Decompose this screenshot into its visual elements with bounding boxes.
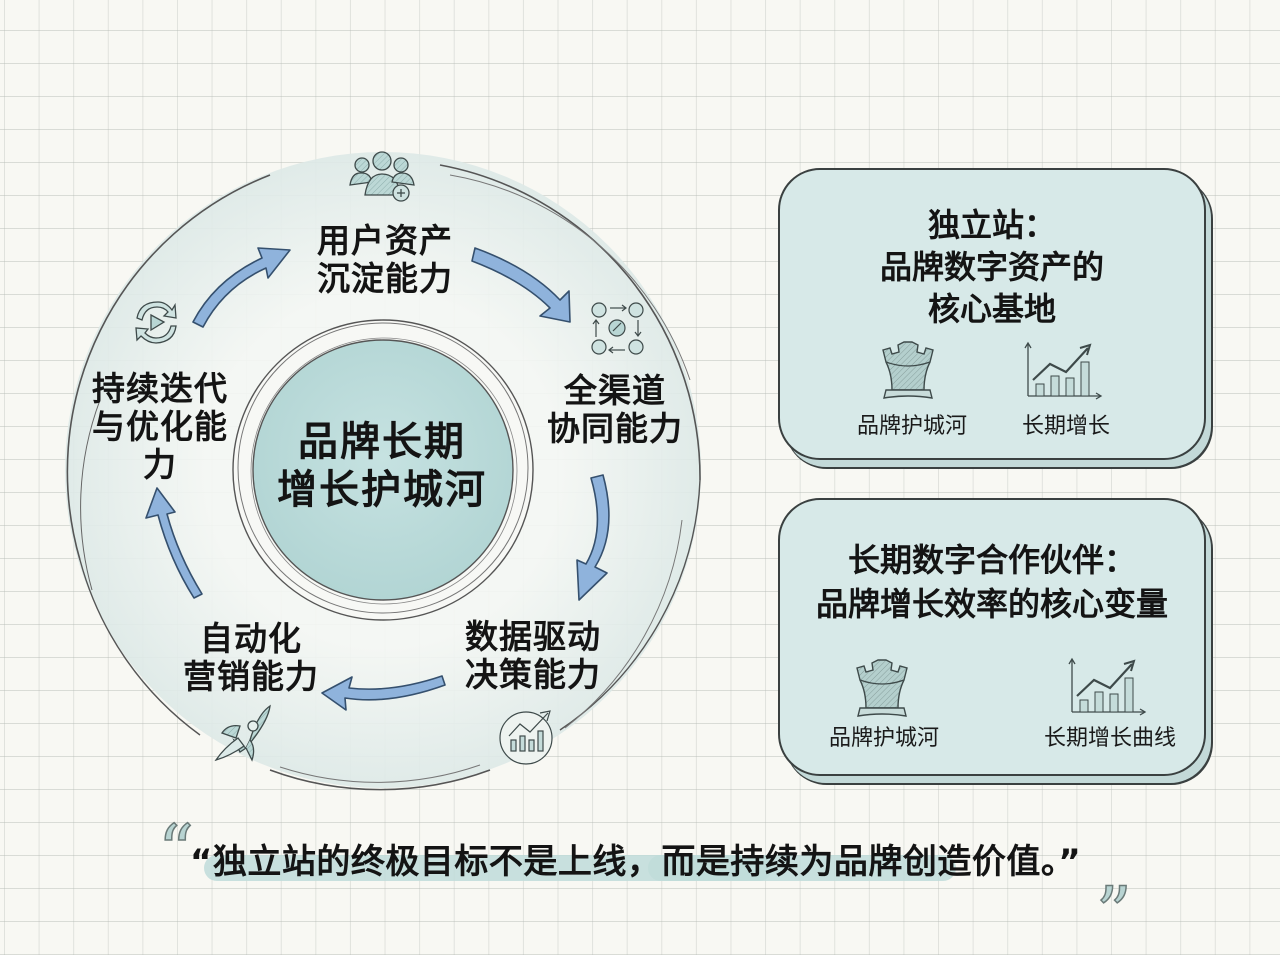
node-line: 数据驱动 — [465, 617, 601, 656]
arrow-left — [321, 675, 446, 711]
center-title: 品牌长期 增长护城河 — [262, 418, 502, 514]
node-line: 沉淀能力 — [317, 259, 453, 298]
rocket-icon — [214, 704, 271, 762]
card-item-label: 品牌护城河 — [856, 414, 967, 439]
node-omnichannel: 全渠道 协同能力 — [540, 372, 690, 448]
center-circle — [232, 319, 534, 621]
card-title: 独立站： 品牌数字资产的 核心基地 — [780, 204, 1204, 330]
node-line: 全渠道 — [564, 371, 666, 410]
arrow-up — [145, 487, 203, 599]
network-collaboration-icon — [591, 302, 644, 355]
card-title-line: 长期数字合作伙伴： — [847, 541, 1136, 579]
card-title-line: 品牌数字资产的 — [879, 248, 1104, 286]
node-iteration: 持续迭代 与优化能 力 — [84, 370, 236, 484]
node-line: 决策能力 — [465, 655, 601, 694]
quote-text: “独立站的终极目标不是上线，而是持续为品牌创造价值。” — [190, 842, 1082, 882]
card-digital-partner: 长期数字合作伙伴： 品牌增长效率的核心变量 品牌护城河 长期增长曲线 — [778, 498, 1206, 776]
arrow-down-right — [471, 247, 571, 323]
center-line: 增长护城河 — [277, 467, 487, 513]
node-line: 自动化 — [200, 619, 302, 658]
node-line: 与优化能 — [92, 407, 228, 446]
growth-chart-icon — [499, 710, 553, 765]
bar-growth-chart-icon — [1024, 341, 1103, 400]
card-title-line: 独立站： — [927, 206, 1056, 244]
node-line: 持续迭代 — [92, 369, 228, 408]
node-data-driven: 数据驱动 决策能力 — [458, 618, 608, 694]
arrow-down — [576, 474, 610, 601]
center-line: 品牌长期 — [298, 419, 466, 465]
node-automation: 自动化 营销能力 — [176, 620, 326, 696]
node-line: 用户资产 — [317, 221, 453, 260]
close-quote-mark: ” — [1095, 872, 1132, 954]
card-item-label: 长期增长 — [1021, 414, 1110, 439]
card-independent-site: 独立站： 品牌数字资产的 核心基地 品牌护城河 长期增长 — [778, 168, 1206, 460]
node-line: 协同能力 — [547, 409, 683, 448]
users-plus-icon — [349, 151, 415, 202]
node-line: 力 — [143, 445, 177, 484]
node-user-assets: 用户资产 沉淀能力 — [300, 222, 470, 298]
cycle-arrows — [145, 247, 610, 711]
quote-highlight — [648, 855, 956, 881]
open-quote-mark: “ — [157, 810, 194, 892]
node-line: 营销能力 — [183, 657, 319, 696]
card-item-label: 长期增长曲线 — [1043, 726, 1176, 751]
card-title-line: 品牌增长效率的核心变量 — [815, 585, 1168, 623]
castle-tower-icon — [882, 341, 934, 399]
card-item-label: 品牌护城河 — [828, 726, 939, 751]
arrow-up-right — [192, 247, 291, 328]
card-title: 长期数字合作伙伴： 品牌增长效率的核心变量 — [780, 538, 1204, 626]
card-title-line: 核心基地 — [927, 290, 1056, 328]
castle-tower-icon — [856, 659, 908, 717]
refresh-play-icon — [135, 301, 177, 344]
bar-growth-chart-icon — [1068, 657, 1147, 716]
